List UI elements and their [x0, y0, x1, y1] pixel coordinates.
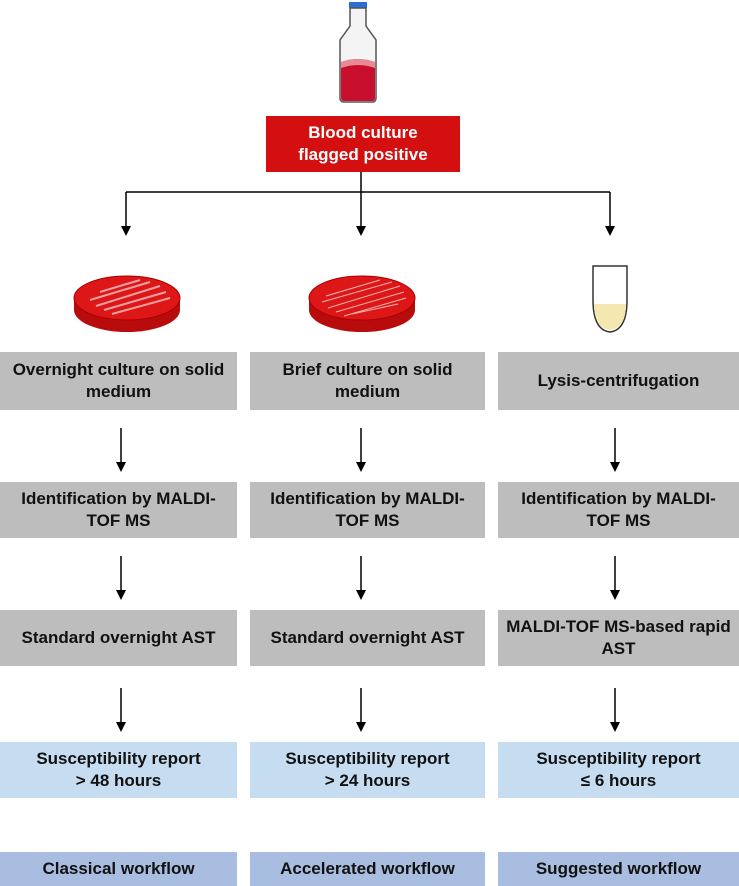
blood-culture-bottle-icon — [339, 2, 377, 103]
step-box-ast: Standard overnight AST — [250, 610, 485, 666]
blood-agar-plate-icon — [73, 275, 181, 332]
arrow-head — [610, 590, 620, 600]
step-box-culture: Brief culture on solid medium — [250, 352, 485, 410]
arrow-head — [610, 462, 620, 472]
arrow-head — [121, 226, 131, 236]
blood-agar-plate-icon — [308, 275, 416, 332]
workflow-label: Accelerated workflow — [250, 852, 485, 886]
arrow-head — [610, 722, 620, 732]
arrow-head — [605, 226, 615, 236]
step-box-identification: Identification by MALDI-TOF MS — [250, 482, 485, 538]
start-box: Blood culture flagged positive — [266, 116, 460, 172]
workflow-label: Classical workflow — [0, 852, 237, 886]
report-box: Susceptibility report > 48 hours — [0, 742, 237, 798]
step-box-culture: Overnight culture on solid medium — [0, 352, 237, 410]
step-box-lysis: Lysis-centrifugation — [498, 352, 739, 410]
arrow-head — [356, 226, 366, 236]
arrow-head — [356, 722, 366, 732]
workflow-label: Suggested workflow — [498, 852, 739, 886]
step-box-identification: Identification by MALDI-TOF MS — [498, 482, 739, 538]
report-box: Susceptibility report > 24 hours — [250, 742, 485, 798]
arrow-head — [356, 590, 366, 600]
arrow-head — [116, 590, 126, 600]
arrow-head — [356, 462, 366, 472]
report-box: Susceptibility report ≤ 6 hours — [498, 742, 739, 798]
step-box-ast: Standard overnight AST — [0, 610, 237, 666]
arrow-head — [116, 462, 126, 472]
step-box-ast: MALDI-TOF MS-based rapid AST — [498, 610, 739, 666]
step-box-identification: Identification by MALDI-TOF MS — [0, 482, 237, 538]
branch-connector — [125, 172, 611, 228]
centrifuge-tube-icon — [592, 265, 628, 333]
arrow-head — [116, 722, 126, 732]
